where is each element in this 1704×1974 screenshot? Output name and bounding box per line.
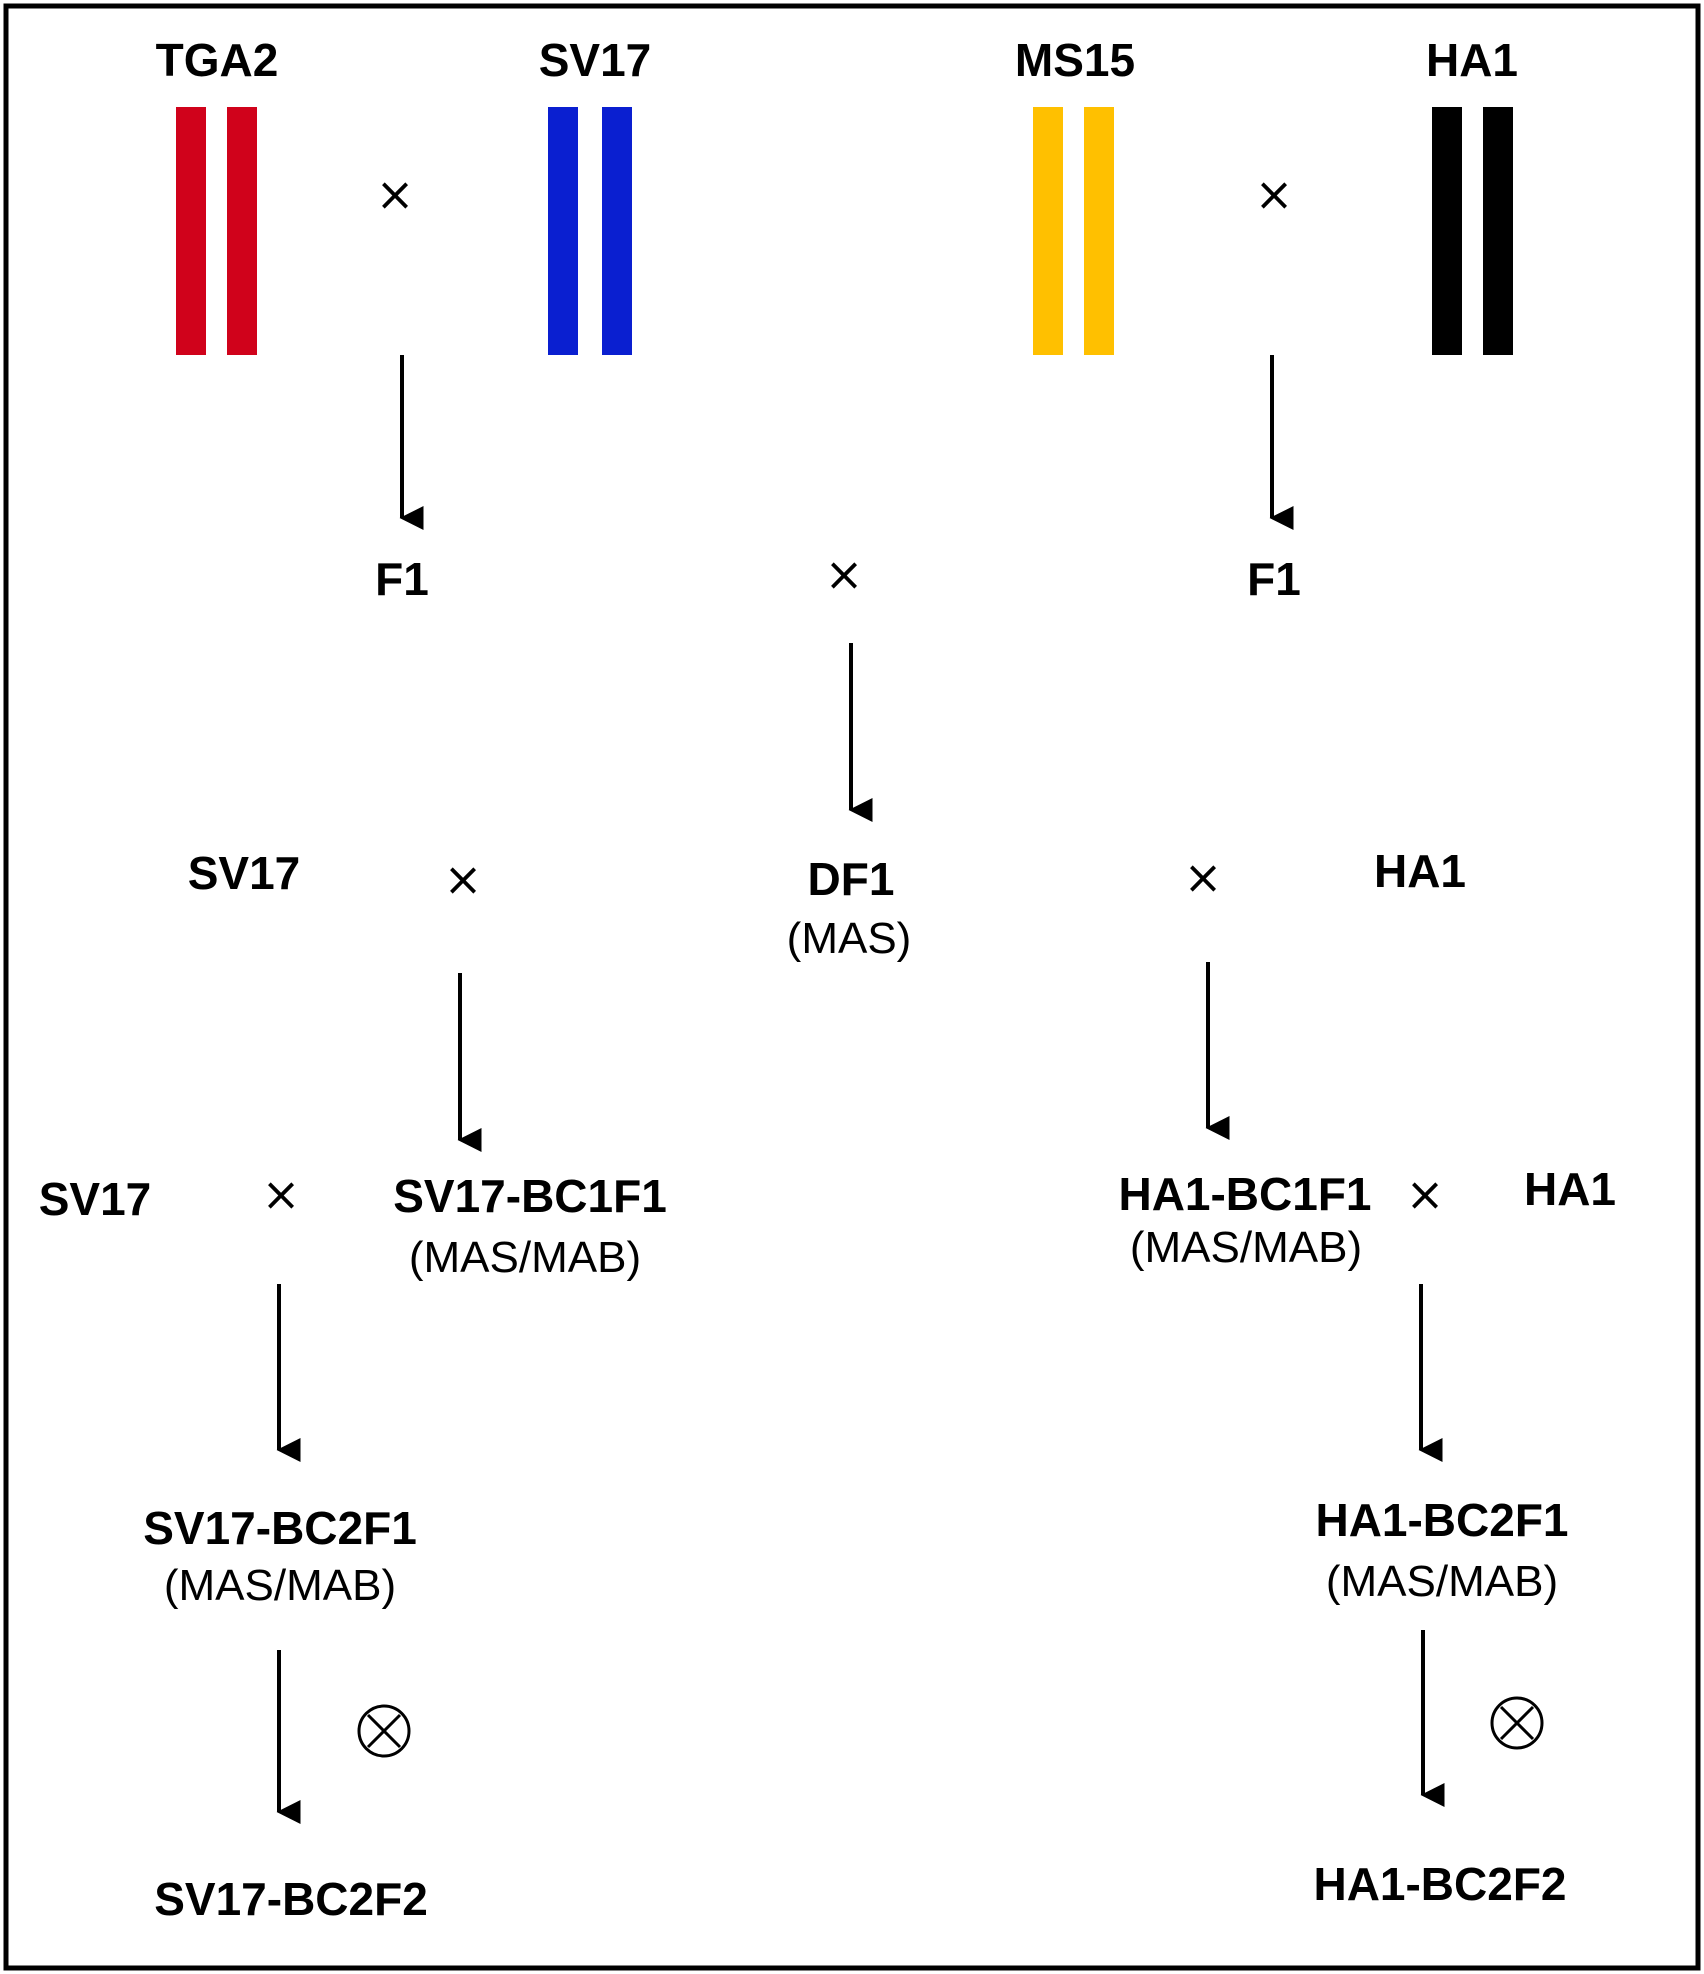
recurrent-parent-ha1: HA1: [1374, 845, 1466, 897]
chromosome-bar: [176, 107, 206, 355]
chromosome-bar: [1033, 107, 1063, 355]
cross-symbol: ×: [1255, 167, 1294, 221]
sv17-bc2f1-method: (MAS/MAB): [164, 1561, 396, 1610]
chromosome-bar: [548, 107, 578, 355]
chromosome-bar: [227, 107, 257, 355]
chromosome-bar: [1432, 107, 1462, 355]
cross-symbol: ×: [444, 852, 483, 906]
parent-label-ha1: HA1: [1426, 34, 1518, 86]
recurrent-parent-sv17-2: SV17: [39, 1173, 152, 1225]
parent-label-sv17: SV17: [539, 34, 652, 86]
chromosome-pair-sv17: [548, 107, 632, 355]
sv17-bc1f1-label: SV17-BC1F1: [393, 1170, 667, 1222]
parent-label-ms15: MS15: [1015, 34, 1135, 86]
diagram-frame: [3, 3, 1701, 1971]
df1-method: (MAS): [787, 914, 912, 963]
sv17-bc2f2-label: SV17-BC2F2: [154, 1873, 428, 1925]
cross-symbol: ×: [1406, 1167, 1445, 1221]
recurrent-parent-sv17: SV17: [188, 847, 301, 899]
ha1-bc1f1-label: HA1-BC1F1: [1118, 1168, 1371, 1220]
f1-left-label: F1: [375, 553, 429, 605]
ha1-bc1f1-method: (MAS/MAB): [1130, 1223, 1362, 1272]
recurrent-parent-ha1-2: HA1: [1524, 1163, 1616, 1215]
cross-symbol: ×: [376, 167, 415, 221]
selfing-symbol: [1490, 1696, 1544, 1750]
f1-right-label: F1: [1247, 553, 1301, 605]
chromosome-bar: [602, 107, 632, 355]
df1-label: DF1: [808, 853, 895, 905]
chromosome-bar: [1084, 107, 1114, 355]
ha1-bc2f2-label: HA1-BC2F2: [1313, 1858, 1566, 1910]
chromosome-pair-ms15: [1033, 107, 1114, 355]
cross-symbol: ×: [262, 1167, 301, 1221]
cross-symbol: ×: [1184, 850, 1223, 904]
sv17-bc2f1-label: SV17-BC2F1: [143, 1502, 417, 1554]
selfing-symbol: [357, 1704, 411, 1758]
chromosome-bar: [1483, 107, 1513, 355]
parent-label-tga2: TGA2: [156, 34, 279, 86]
chromosome-pair-ha1: [1432, 107, 1513, 355]
ha1-bc2f1-method: (MAS/MAB): [1326, 1557, 1558, 1606]
cross-symbol: ×: [825, 547, 864, 601]
sv17-bc1f1-method: (MAS/MAB): [409, 1233, 641, 1282]
ha1-bc2f1-label: HA1-BC2F1: [1315, 1494, 1568, 1546]
chromosome-pair-tga2: [176, 107, 257, 355]
